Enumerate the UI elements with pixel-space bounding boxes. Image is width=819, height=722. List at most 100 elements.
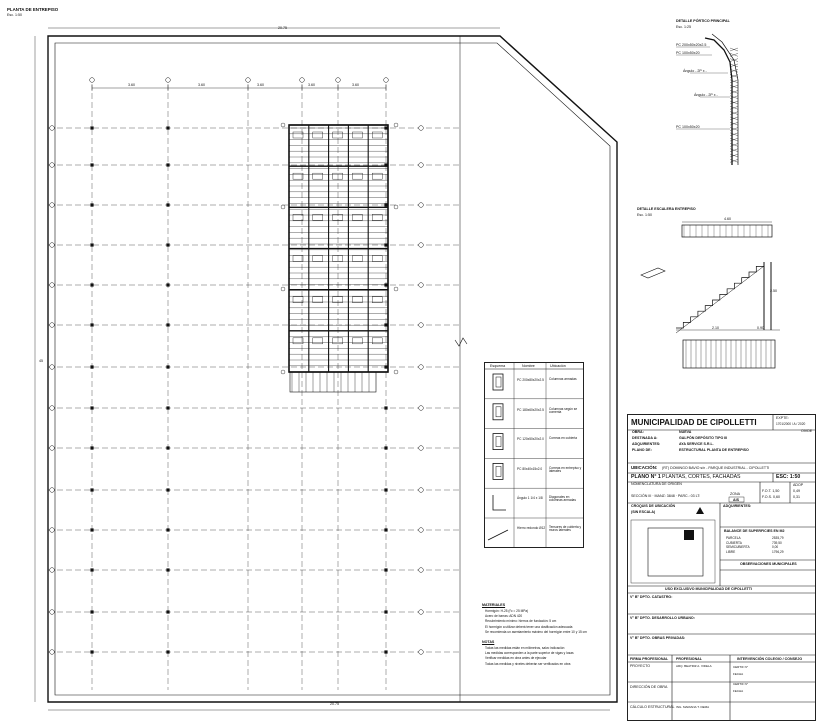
angle-icon (492, 495, 506, 511)
adop-fos: 0,31 (793, 495, 800, 499)
connection-plate (352, 172, 363, 180)
axis-bubble (89, 77, 95, 83)
column-marker (90, 126, 94, 130)
certif-label-1: CERTIF N° (733, 665, 748, 669)
connection-plate (312, 131, 323, 139)
axis-bubble (49, 282, 55, 288)
axis-bubble (49, 364, 55, 370)
north-arrow (696, 507, 704, 514)
column-marker (90, 163, 94, 167)
column-marker (166, 650, 170, 654)
connection-plate (292, 172, 304, 180)
legend-row-name: Hierro redondo Ø12 (517, 525, 546, 530)
notes-title: NOTAS (482, 640, 495, 644)
connection-plate (352, 296, 363, 303)
dim-left: 45 (39, 359, 43, 363)
expte-value: 1701/2000 / A / 2020 (776, 422, 806, 426)
profile-icon (492, 462, 504, 480)
column-marker (384, 568, 388, 572)
stair-title: DETALLE ESCALERA ENTREPISO (637, 207, 696, 211)
axis-bubble (418, 527, 424, 533)
span-5: 3.60 (352, 83, 359, 87)
croquis-subtitle: (SIN ESCALA) (631, 510, 656, 514)
vb-desarrollo: V° B° DPTO. DESARROLLO URBANO: (630, 616, 695, 620)
portico-label-1: PC 200x50x20x2.5 (676, 43, 707, 47)
building-outline (47, 35, 618, 703)
legend-row-name: PC 120x50x20x2.0 (517, 437, 544, 441)
connection-plate (312, 214, 323, 221)
axis-bubble (418, 242, 424, 248)
plano-de-value: ESTRUCTURAL PLANTA DE ENTREPISO (679, 448, 749, 452)
stair-plan-lower (682, 339, 776, 369)
connection-plate (312, 296, 323, 303)
break-symbol (454, 337, 468, 347)
prof-name-2: ING. MARIANA T. DEMA (676, 705, 710, 709)
superficie-label: SEMICUBIERTA (726, 545, 750, 549)
portico-column (704, 37, 733, 165)
column-marker (384, 406, 388, 410)
legend-row-name: PC 80x40x15x2.0 (517, 466, 543, 471)
connection-plate (312, 255, 323, 262)
axis-bubble (335, 77, 341, 83)
portico-lacing (729, 69, 739, 73)
portico-label-2: PC 100x50x20 (676, 51, 700, 55)
legend-row-use: Tensores de cubierta y muros laterales (549, 524, 582, 532)
axis-bubble (418, 322, 424, 328)
profile-icon (492, 403, 504, 421)
dim-top: 20.75 (278, 26, 287, 30)
portico-lacing (729, 84, 739, 89)
column-marker (384, 610, 388, 614)
column-marker (166, 488, 170, 492)
superficies-title: BALANCE DE SUPERFICIES EN M2 (724, 529, 785, 533)
mezz-bubble (280, 122, 286, 128)
portico-lacing (729, 74, 739, 78)
column-marker (90, 446, 94, 450)
portico-lacing (729, 137, 739, 142)
portico-scale: Esc. 1:25 (676, 25, 691, 29)
adop-label: ADOP (793, 483, 804, 487)
portico-lacing (729, 127, 739, 131)
axis-bubble (418, 282, 424, 288)
span-2: 3.60 (198, 83, 205, 87)
column-marker (166, 568, 170, 572)
stair-outline (289, 371, 377, 393)
span-4: 3.60 (308, 83, 315, 87)
axis-bubble (418, 487, 424, 493)
row-proyecto: PROYECTO (630, 664, 651, 668)
portico-lacing (729, 143, 739, 147)
portico-lacing (729, 132, 739, 136)
mezz-bubble (393, 286, 399, 292)
connection-plate (372, 214, 383, 221)
portico-title: DETALLE PÓRTICO PRINCIPAL (676, 19, 730, 23)
building-inner-outline (54, 42, 611, 696)
profile-icon-inner (495, 466, 502, 477)
connection-plate (292, 214, 304, 221)
axis-bubble (49, 242, 55, 248)
portico-lacing (729, 159, 739, 163)
connection-plate (372, 296, 383, 303)
profile-icon (492, 433, 504, 451)
zona-label: ZONA (730, 492, 740, 496)
legend-row-use: Diagonales en columnas armadas (549, 495, 576, 503)
material-item: Se recomienda un asentamiento máximo del… (485, 629, 587, 634)
legend-row-use: Correas en entrepiso y laterales (549, 465, 582, 473)
nomenclatura-label: NOMENCLATURA DE ORIGEN (631, 482, 682, 486)
intervencion-header: INTERVENCIÓN COLEGIO / CONSEJO (737, 657, 803, 661)
axis-bubble (49, 125, 55, 131)
mezz-bubble (280, 204, 286, 210)
axis-bubble (49, 487, 55, 493)
plano-number: PLANO N° 1 (631, 474, 661, 480)
profile-icon-inner (495, 436, 502, 447)
obra-label: OBRA: (632, 430, 644, 434)
firma-header: FIRMA PROFESIONAL (630, 657, 669, 661)
column-marker (384, 365, 388, 369)
connection-plate (332, 255, 343, 262)
connection-plate (372, 255, 383, 262)
column-marker (166, 323, 170, 327)
axis-bubble (49, 405, 55, 411)
column-marker (166, 365, 170, 369)
axis-bubble (299, 77, 305, 83)
column-marker (384, 528, 388, 532)
note-item: Todas las medidas y niveles deberán ser … (485, 661, 571, 666)
